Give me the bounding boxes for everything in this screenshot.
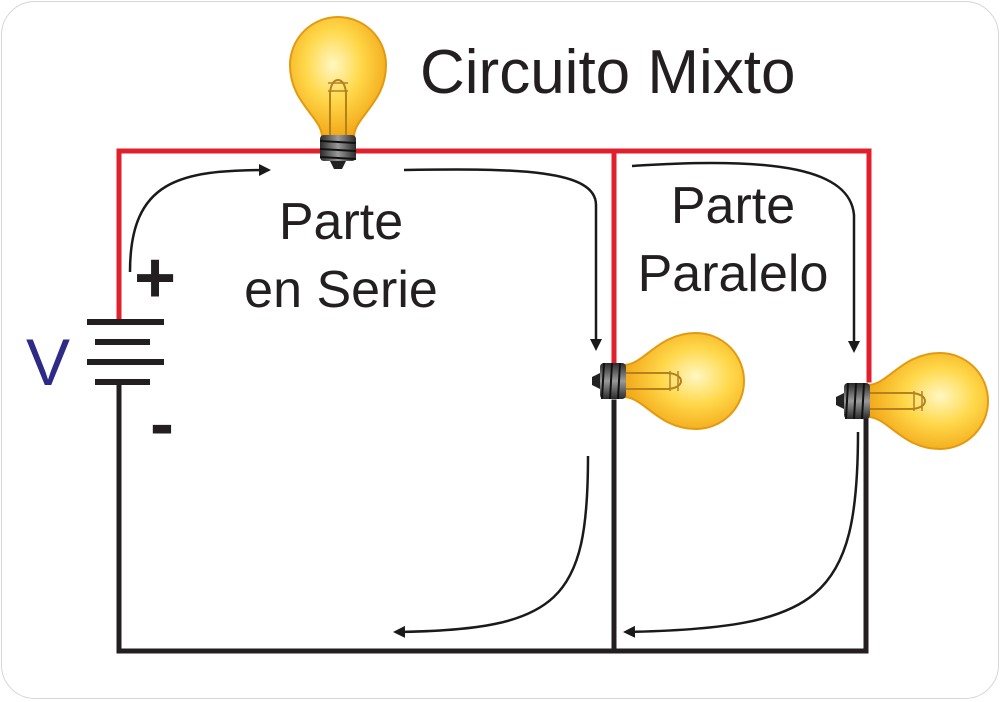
series-part-label-line1: Parte — [279, 193, 403, 251]
battery-positive-sign: + — [134, 238, 176, 318]
series-part-label-line2: en Serie — [244, 261, 438, 319]
lightbulb-icon — [289, 16, 387, 170]
parallel-part-label-line2: Paralelo — [638, 245, 829, 303]
positive-wire — [116, 148, 872, 383]
current-arrow-icon — [403, 168, 602, 351]
current-arrow-icon — [128, 164, 271, 273]
battery-icon — [87, 319, 164, 385]
current-arrow-icon — [623, 431, 860, 638]
parallel-part-label-line1: Parte — [671, 177, 795, 235]
voltage-label: V — [26, 325, 70, 399]
current-arrow-icon — [393, 455, 590, 638]
diagram-title: Circuito Mixto — [420, 38, 796, 107]
current-arrow-icon — [631, 161, 860, 353]
negative-wire — [116, 380, 869, 654]
battery-negative-sign: - — [150, 384, 174, 464]
